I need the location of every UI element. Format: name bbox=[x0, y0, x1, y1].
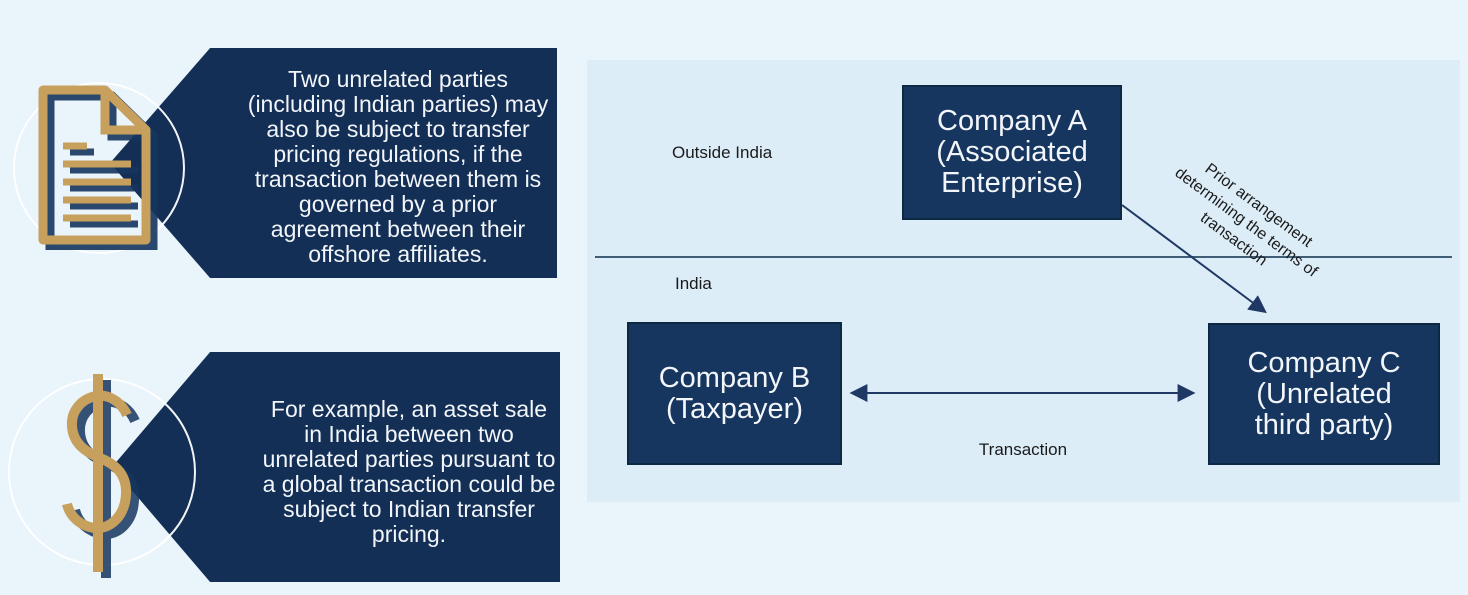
company-c-line: (Unrelated bbox=[1256, 377, 1392, 410]
callout-text: Two unrelated parties (including Indian … bbox=[247, 66, 549, 267]
dollar-icon bbox=[62, 374, 140, 578]
company-a-box: Company A (Associated Enterprise) bbox=[902, 85, 1122, 220]
callout-text: For example, an asset sale in India betw… bbox=[262, 396, 556, 547]
region-label-india: India bbox=[675, 274, 712, 293]
transaction-label: Transaction bbox=[978, 440, 1068, 459]
company-c-box: Company C (Unrelated third party) bbox=[1208, 323, 1440, 465]
company-a-line: (Associated bbox=[936, 136, 1088, 168]
company-b-line: Company B bbox=[658, 361, 811, 394]
region-label-outside-india: Outside India bbox=[672, 143, 773, 162]
circle-frame-top bbox=[13, 82, 185, 254]
company-c-line: third party) bbox=[1254, 408, 1394, 441]
company-c-line: Company C bbox=[1247, 346, 1401, 379]
document-icon bbox=[38, 85, 158, 250]
company-b-line: (Taxpayer) bbox=[666, 392, 803, 425]
company-a-line: Company A bbox=[937, 105, 1087, 137]
callout-banner-prior-agreement: Two unrelated parties (including Indian … bbox=[110, 48, 557, 278]
company-b-box: Company B (Taxpayer) bbox=[627, 322, 842, 465]
company-a-line: Enterprise) bbox=[941, 167, 1083, 199]
